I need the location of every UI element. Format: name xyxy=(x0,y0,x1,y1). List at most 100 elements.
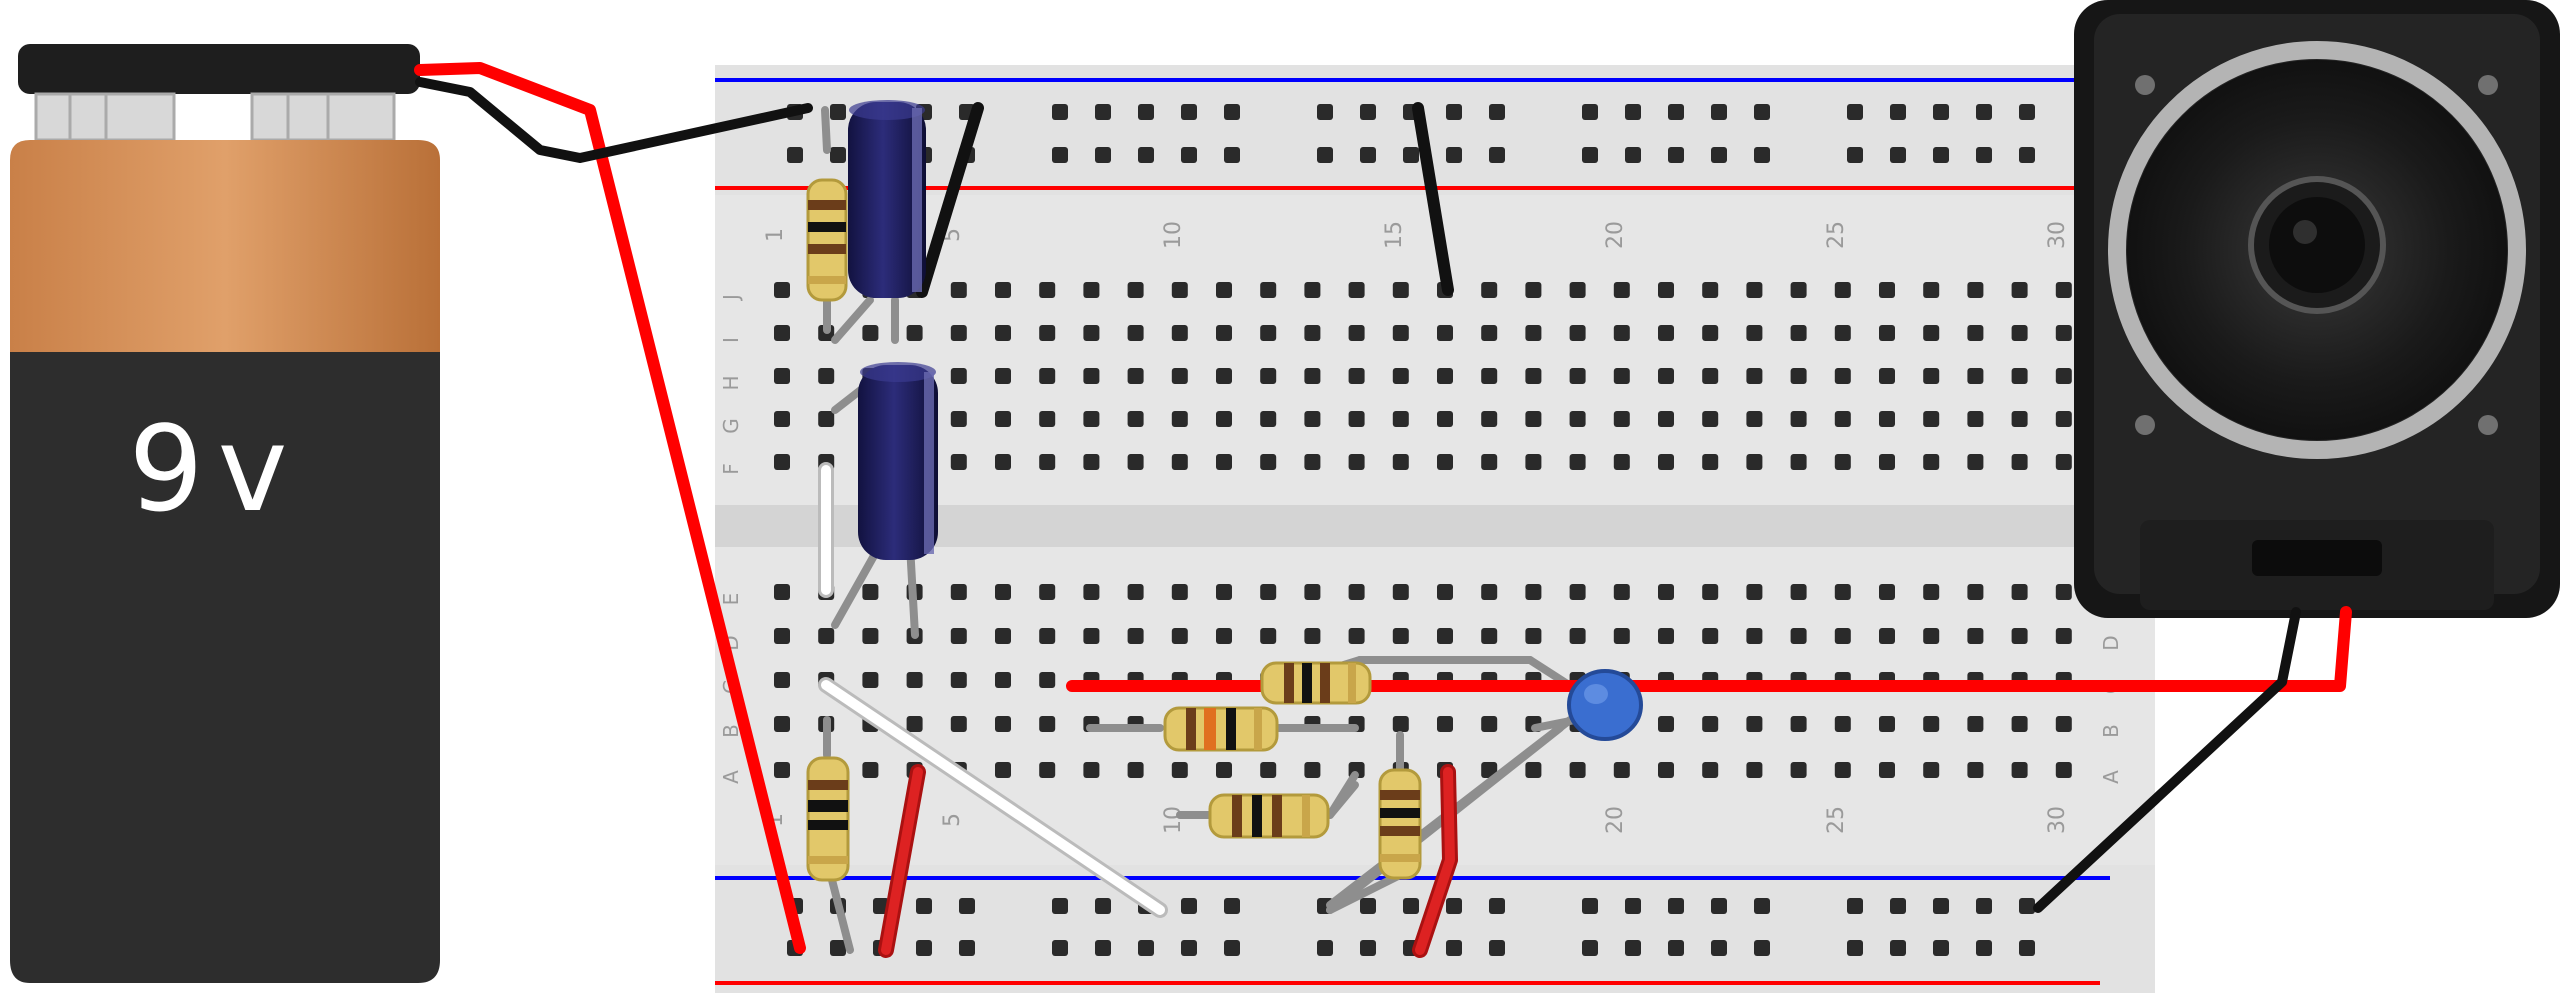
breadboard-hole xyxy=(1834,282,1851,298)
breadboard-hole xyxy=(1437,411,1453,427)
breadboard-hole xyxy=(1083,282,1100,298)
power-rail-hole xyxy=(1360,147,1376,163)
breadboard-hole xyxy=(1923,584,1940,600)
breadboard-hole xyxy=(2011,628,2028,644)
power-rail-hole xyxy=(1754,940,1770,956)
wire-battery-red xyxy=(414,62,806,954)
breadboard-hole xyxy=(1481,628,1498,644)
column-label-bottom: 25 xyxy=(1824,806,1849,834)
breadboard-hole xyxy=(1569,368,1586,384)
breadboard-hole xyxy=(1481,584,1498,600)
power-rail-hole xyxy=(830,147,846,163)
power-rail-hole xyxy=(1933,104,1949,120)
breadboard-hole xyxy=(862,584,879,600)
breadboard-hole xyxy=(1392,628,1409,644)
breadboard-hole xyxy=(2055,762,2072,778)
power-rail-hole xyxy=(1890,104,1906,120)
breadboard-hole xyxy=(2011,325,2028,341)
breadboard-hole xyxy=(950,368,967,384)
power-rail-hole xyxy=(1668,147,1684,163)
column-label-top: 1 xyxy=(763,228,788,242)
breadboard-hole xyxy=(1525,762,1542,778)
lead-ceramic-b xyxy=(1531,716,1579,732)
power-rail-hole xyxy=(1224,147,1240,163)
power-rail-hole xyxy=(1668,940,1684,956)
breadboard-hole xyxy=(1216,584,1232,600)
power-rail-hole xyxy=(1668,898,1684,914)
breadboard-hole xyxy=(1260,454,1277,470)
power-rail-hole xyxy=(1181,104,1197,120)
breadboard-hole xyxy=(950,628,967,644)
breadboard-hole xyxy=(1216,282,1232,298)
breadboard-hole xyxy=(1127,628,1144,644)
breadboard-hole xyxy=(1039,368,1056,384)
breadboard-hole xyxy=(1702,716,1719,732)
power-rail-hole xyxy=(2019,104,2035,120)
power-rail-hole xyxy=(1095,104,1111,120)
breadboard-hole xyxy=(1216,325,1232,341)
row-label-left: I xyxy=(719,337,743,343)
capacitor-electrolytic-top xyxy=(848,100,926,298)
row-label-left: B xyxy=(719,724,743,738)
power-rail-hole xyxy=(830,940,846,956)
breadboard-hole xyxy=(1525,325,1542,341)
breadboard-hole xyxy=(1392,411,1409,427)
breadboard-hole xyxy=(1437,716,1453,732)
breadboard-hole xyxy=(774,454,790,470)
breadboard-hole xyxy=(1437,628,1453,644)
power-rail-hole xyxy=(1847,104,1863,120)
breadboard-hole xyxy=(1348,454,1365,470)
breadboard-hole xyxy=(2055,411,2072,427)
breadboard-hole xyxy=(774,628,790,644)
breadboard-hole xyxy=(1569,411,1586,427)
breadboard-hole xyxy=(1304,762,1321,778)
breadboard-hole xyxy=(1967,282,1984,298)
power-rail-hole xyxy=(1403,147,1419,163)
breadboard-hole xyxy=(1481,716,1498,732)
breadboard-hole xyxy=(1392,368,1409,384)
breadboard-hole xyxy=(1790,762,1807,778)
breadboard-hole xyxy=(1923,716,1940,732)
power-rail-hole xyxy=(1582,104,1598,120)
breadboard-hole xyxy=(906,672,923,688)
breadboard-hole xyxy=(1790,411,1807,427)
breadboard-hole xyxy=(862,672,879,688)
breadboard-hole xyxy=(1834,762,1851,778)
breadboard-hole xyxy=(862,628,879,644)
resistor-bottom-left xyxy=(806,756,850,882)
breadboard-hole xyxy=(1613,282,1630,298)
breadboard-hole xyxy=(950,411,967,427)
breadboard-hole xyxy=(1171,368,1188,384)
breadboard-hole xyxy=(774,672,790,688)
breadboard-hole xyxy=(1083,762,1100,778)
breadboard-hole xyxy=(1834,716,1851,732)
jumper-red-bottom-left-inner xyxy=(881,767,923,955)
breadboard-hole xyxy=(1569,454,1586,470)
breadboard-hole xyxy=(1967,325,1984,341)
breadboard-hole xyxy=(1967,762,1984,778)
battery-label: 9v xyxy=(129,400,302,538)
breadboard-hole xyxy=(1127,411,1144,427)
power-rail-hole xyxy=(1847,940,1863,956)
power-rail-hole xyxy=(1711,940,1727,956)
breadboard-hole xyxy=(1525,454,1542,470)
breadboard-hole xyxy=(1304,282,1321,298)
breadboard-hole xyxy=(1083,628,1100,644)
breadboard-hole xyxy=(1613,762,1630,778)
breadboard-hole xyxy=(1260,628,1277,644)
power-rail-hole xyxy=(1446,147,1462,163)
column-label-bottom: 5 xyxy=(940,813,965,827)
power-rail-hole xyxy=(1052,940,1068,956)
row-label-left: H xyxy=(719,375,743,390)
breadboard-hole xyxy=(2055,716,2072,732)
breadboard-hole xyxy=(1304,454,1321,470)
battery-9v: 9v xyxy=(10,44,440,983)
breadboard-hole xyxy=(1392,325,1409,341)
breadboard-hole xyxy=(950,282,967,298)
breadboard-hole xyxy=(1304,584,1321,600)
breadboard-hole xyxy=(995,716,1011,732)
breadboard-hole xyxy=(1525,282,1542,298)
power-rail-hole xyxy=(959,940,975,956)
power-rail-hole xyxy=(1711,147,1727,163)
